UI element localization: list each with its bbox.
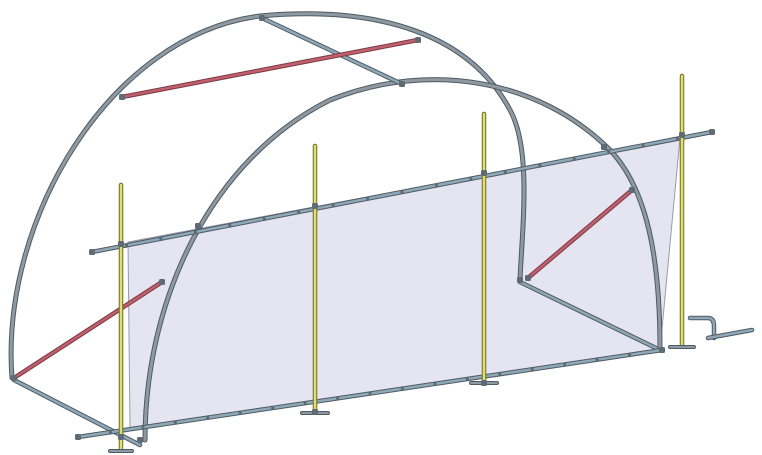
pipe-fitting	[679, 132, 685, 138]
top-rail-clip	[400, 190, 404, 194]
top-rail-clip	[124, 243, 129, 247]
top-rail-clip	[607, 150, 611, 154]
pipe-fitting	[118, 434, 124, 440]
pipe-fitting	[118, 241, 124, 247]
outlet-pipe	[687, 315, 717, 341]
top-rail-clip	[365, 197, 370, 201]
top-rail-clip	[469, 177, 473, 181]
top-rail-clip	[503, 170, 507, 174]
bottom-rail-clip	[627, 353, 632, 357]
pipe-fitting	[629, 187, 635, 193]
bottom-rail-clip	[498, 372, 502, 376]
pipe-fitting	[312, 409, 318, 415]
top-rail-clip	[434, 183, 439, 187]
bottom-rail-clip	[563, 362, 567, 367]
top-rail-clip	[641, 143, 645, 147]
top-rail-clip	[228, 223, 232, 227]
top-rail-clip	[262, 217, 266, 221]
bottom-rail-clip	[530, 367, 534, 371]
bottom-rail-clip	[335, 396, 340, 400]
bottom-rail-clip	[400, 387, 405, 391]
pipe-fitting	[259, 15, 265, 21]
top-rail-clip	[297, 210, 301, 214]
bottom-rail-clip	[303, 401, 307, 405]
top-rail-clip	[538, 163, 542, 167]
bottom-rail-clip	[238, 411, 242, 415]
bottom-rail-clip	[271, 406, 275, 410]
top-rail-clip	[193, 230, 197, 234]
pipe-fitting	[119, 94, 125, 100]
pipe-fitting	[159, 279, 165, 285]
top-rail-clip	[159, 237, 163, 241]
pipe-fitting	[137, 437, 143, 443]
pipe-fitting	[11, 375, 17, 381]
pipe-fitting	[399, 81, 405, 87]
top-rail-clip	[331, 203, 335, 207]
pipe-fitting	[709, 129, 715, 135]
side-panel-sheet	[127, 137, 681, 429]
pipe-fitting	[75, 434, 81, 440]
bottom-rail-clip	[433, 382, 437, 386]
pipe-fitting	[89, 249, 95, 255]
top-rail-clip	[675, 137, 680, 141]
pipe-fitting	[601, 144, 607, 150]
pipe-fitting	[481, 380, 487, 386]
pipe-fitting	[525, 275, 531, 281]
bottom-rail-clip	[173, 420, 177, 425]
bottom-rail-clip	[368, 391, 372, 396]
pipe-fitting	[195, 223, 201, 229]
pipe-fitting	[481, 170, 487, 176]
bottom-rail-clip	[206, 416, 210, 420]
pipe-fitting	[659, 347, 665, 353]
pipe-fitting	[517, 277, 523, 283]
top-rail-clip	[572, 157, 576, 161]
pipe-fitting	[312, 203, 318, 209]
bottom-rail-clip	[108, 430, 113, 434]
bottom-rail-clip	[141, 425, 145, 429]
bottom-rail-clip	[465, 377, 469, 381]
pipe-fitting	[415, 37, 421, 43]
bottom-rail-clip	[595, 358, 599, 362]
